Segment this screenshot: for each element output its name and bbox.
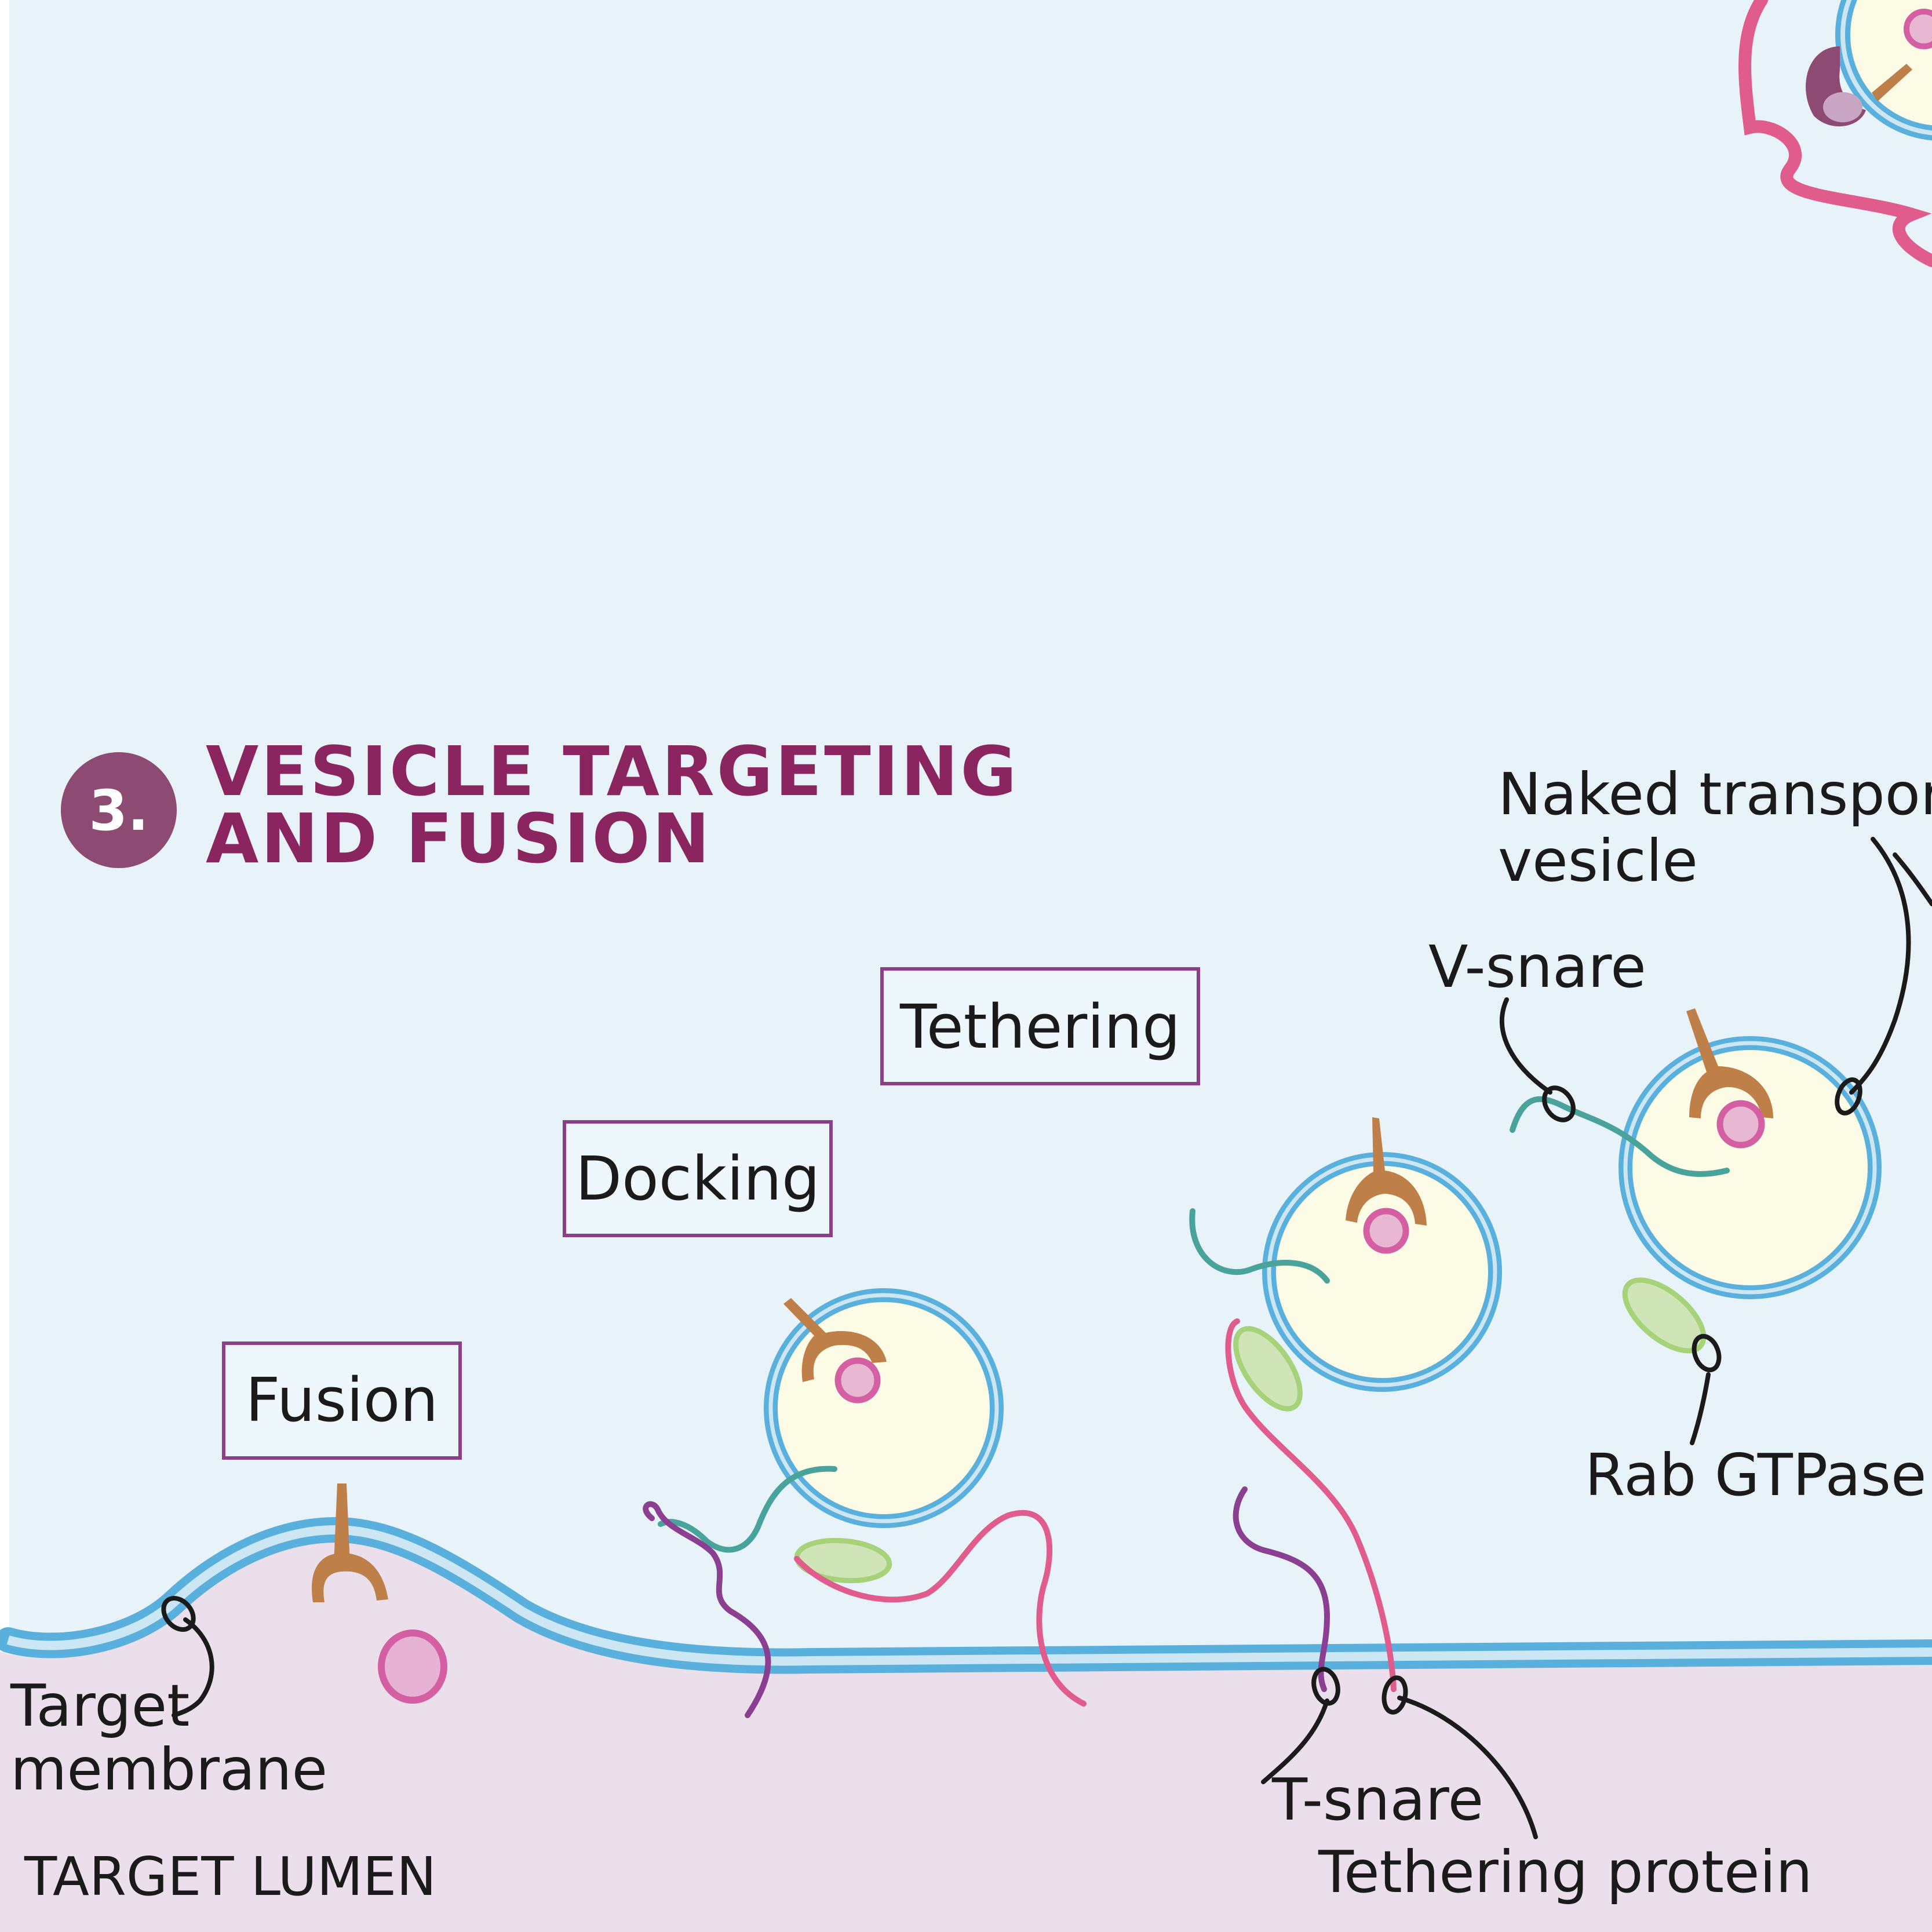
tethering-v-snare <box>1189 1208 1330 1284</box>
target-membrane <box>0 1517 1932 1674</box>
naked-receptor <box>1686 1008 1773 1118</box>
tethering-receptor <box>1346 1117 1427 1226</box>
fusion-stage-box: Fusion <box>222 1342 462 1460</box>
partial-coated-vesicle <box>1738 0 1932 267</box>
docking-label: Docking <box>575 1143 820 1214</box>
target-membrane-label-line2: membrane <box>10 1736 327 1803</box>
v-snare-callout-ring <box>1542 1085 1576 1122</box>
v-snare-label: V-snare <box>1428 933 1646 1001</box>
target-lumen-region <box>0 1536 1932 1932</box>
naked-rab-gtpase <box>1622 1277 1707 1354</box>
v-snare-callout-line <box>1499 997 1552 1095</box>
step-badge <box>61 752 177 868</box>
rab-callout-ring <box>1692 1333 1722 1373</box>
coat-protein-strand <box>1738 0 1932 267</box>
naked-vesicle-callout-line2 <box>1893 852 1932 906</box>
tethering-t-snare <box>1233 1486 1330 1692</box>
fusion-label: Fusion <box>246 1365 439 1435</box>
partial-vesicle-membrane-inner <box>1840 0 1932 136</box>
docking-t-snare <box>643 1501 771 1718</box>
target-membrane-callout-ring <box>161 1596 196 1632</box>
tether-callout-ring <box>1381 1675 1408 1715</box>
docking-v-snare <box>658 1466 837 1553</box>
naked-transport-vesicle <box>1510 1008 1882 1354</box>
docking-stage-box: Docking <box>563 1120 833 1237</box>
tethering-rab-gtpase <box>1233 1326 1303 1412</box>
fused-cargo-receptor <box>312 1483 388 1602</box>
docking-vesicle-membrane-inner <box>768 1293 999 1523</box>
step-number: 3. <box>89 778 148 843</box>
naked-vesicle-callout-ring <box>1835 1077 1862 1116</box>
docking-receptor <box>783 1298 887 1382</box>
section-title-line1: VESICLE TARGETING <box>206 731 1019 811</box>
section-title-line2: AND FUSION <box>206 799 712 878</box>
naked-vesicle-membrane-inner <box>1623 1041 1877 1295</box>
target-membrane-core <box>6 1525 1932 1666</box>
naked-vesicle-label-line1: Naked transport <box>1498 760 1932 828</box>
docking-box-border <box>563 1120 833 1237</box>
target-membrane-callout-line <box>172 1617 214 1718</box>
naked-vesicle-label-line2: vesicle <box>1498 827 1698 895</box>
naked-cargo <box>1716 1100 1765 1149</box>
docking-cargo <box>834 1357 881 1404</box>
tethering-label: Tethering <box>899 991 1180 1062</box>
t-snare-callout-line <box>1261 1698 1329 1784</box>
target-lumen-label: TARGET LUMEN <box>24 1846 436 1908</box>
partial-adaptor-light <box>1823 92 1862 122</box>
t-snare-callout-ring <box>1311 1667 1340 1706</box>
partial-cargo <box>1904 9 1932 49</box>
fusion-receptor-cup <box>312 1553 388 1602</box>
tethering-cargo <box>1363 1208 1409 1254</box>
left-edge-strip <box>0 0 9 1932</box>
fusion-box-border <box>222 1342 462 1460</box>
tethering-tether-protein <box>1225 1318 1397 1692</box>
fused-cargo <box>378 1630 447 1704</box>
fusion-receptor-stalk <box>334 1483 350 1565</box>
partial-cargo-receptor <box>1872 64 1912 101</box>
rab-gtpase-label: Rab GTPase <box>1585 1441 1927 1509</box>
tethering-stage-box: Tethering <box>880 967 1200 1085</box>
tethering-box-border <box>880 967 1200 1085</box>
tether-callout-line <box>1397 1696 1538 1839</box>
target-membrane-label-line1: Target <box>10 1672 189 1740</box>
naked-vesicle-callout-line <box>1849 837 1911 1095</box>
docking-tethering-protein <box>794 1510 1087 1707</box>
docking-vesicle <box>643 1288 1087 1718</box>
naked-v-snare <box>1510 1096 1730 1177</box>
tethering-vesicle <box>1189 1117 1502 1692</box>
rab-callout-line <box>1690 1372 1711 1445</box>
tethering-protein-label: Tethering protein <box>1318 1838 1813 1906</box>
t-snare-label: T-snare <box>1271 1766 1483 1833</box>
